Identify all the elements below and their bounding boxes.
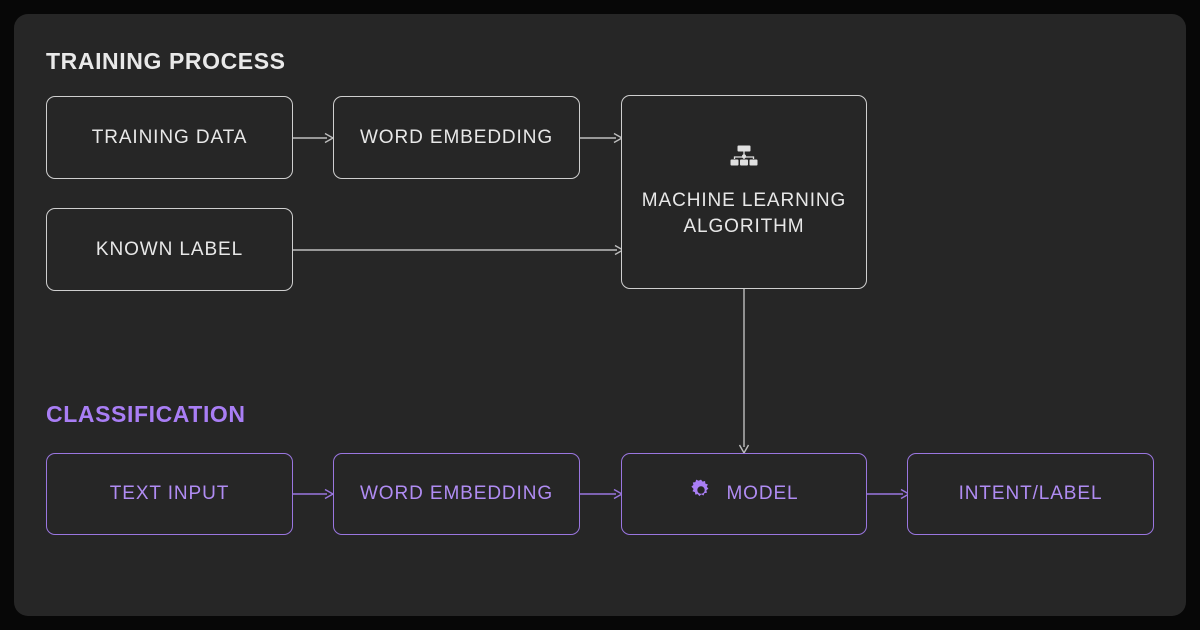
connector-training-data-to-word-embedding (293, 128, 337, 148)
section-title-classification: CLASSIFICATION (46, 401, 246, 427)
node-model[interactable]: MODEL (621, 453, 867, 535)
connector-known-label-to-ml-algorithm (293, 240, 627, 260)
section-title-training: TRAINING PROCESS (46, 48, 286, 74)
node-word-embedding-training-label: WORD EMBEDDING (359, 126, 554, 148)
connector-text-input-to-word-embedding (293, 484, 337, 504)
node-intent-label-label: INTENT/LABEL (958, 483, 1103, 505)
connector-word-embedding-to-model (580, 484, 626, 504)
node-known-label[interactable]: KNOWN LABEL (46, 208, 293, 291)
node-word-embedding-training[interactable]: WORD EMBEDDING (333, 96, 580, 179)
node-machine-learning-algorithm-label: MACHINE LEARNING ALGORITHM (641, 190, 847, 237)
node-text-input-label: TEXT INPUT (109, 483, 230, 505)
node-intent-label[interactable]: INTENT/LABEL (907, 453, 1154, 535)
sitemap-icon (730, 145, 758, 179)
node-word-embedding-classification-label: WORD EMBEDDING (359, 483, 554, 505)
node-known-label-label: KNOWN LABEL (95, 238, 244, 260)
node-training-data[interactable]: TRAINING DATA (46, 96, 293, 179)
gear-icon (689, 478, 713, 510)
connector-ml-algorithm-to-model (734, 289, 754, 457)
node-text-input[interactable]: TEXT INPUT (46, 453, 293, 535)
node-machine-learning-algorithm[interactable]: MACHINE LEARNING ALGORITHM (621, 95, 867, 289)
node-model-label: MODEL (726, 483, 799, 505)
connector-word-embedding-to-ml-algorithm (580, 128, 626, 148)
node-word-embedding-classification[interactable]: WORD EMBEDDING (333, 453, 580, 535)
node-training-data-label: TRAINING DATA (91, 126, 248, 148)
